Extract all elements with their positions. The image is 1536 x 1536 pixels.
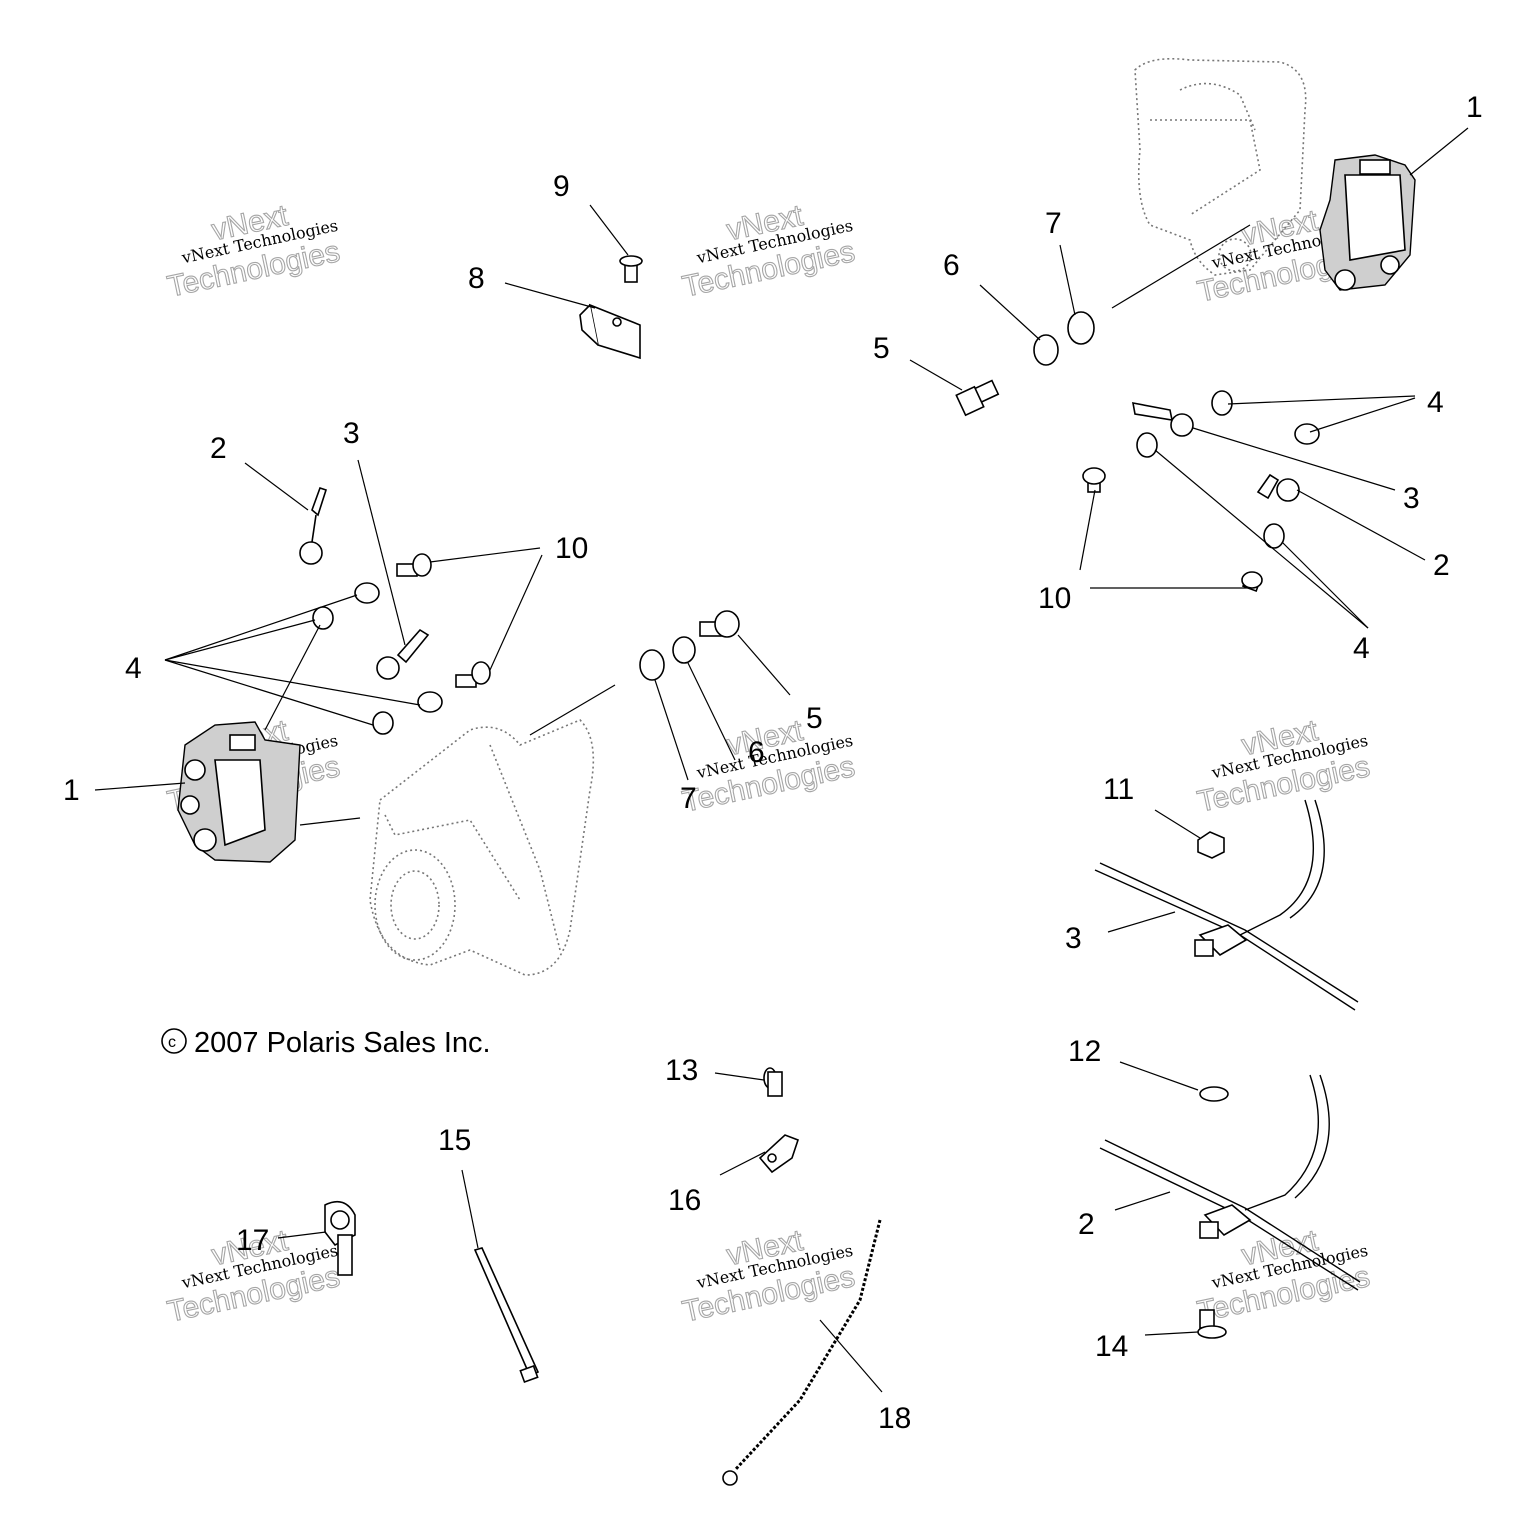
callout-8: 8 <box>468 262 485 295</box>
cable-clamp-2 <box>1099 1074 1361 1291</box>
callout-7-left: 7 <box>680 782 697 815</box>
callout-6-right: 6 <box>943 249 960 282</box>
callout-3-cable: 3 <box>1065 922 1082 955</box>
callout-17: 17 <box>236 1224 269 1257</box>
copyright-text: 2007 Polaris Sales Inc. <box>194 1027 491 1059</box>
callout-12: 12 <box>1068 1035 1101 1068</box>
callout-2-left: 2 <box>210 432 227 465</box>
callout-4-left: 4 <box>125 652 142 685</box>
bolt-5-right <box>955 379 1000 417</box>
callout-13: 13 <box>665 1054 698 1087</box>
watermark-top-left: vNext vNext Technologies Technologies <box>164 198 343 304</box>
watermark-top-center: vNext vNext Technologies Technologies <box>679 198 858 304</box>
clip-16 <box>758 1134 800 1174</box>
watermark-mid-right: vNext vNext Technologies Technologies <box>1194 713 1373 819</box>
brake-caliper-right <box>1319 154 1416 291</box>
cable-clamp-3 <box>1094 799 1359 1011</box>
screw-13 <box>763 1067 783 1097</box>
screw-9 <box>619 255 643 283</box>
ghost-knuckle-bottom <box>369 719 595 976</box>
nut-11 <box>1197 831 1225 859</box>
washer-4-right-b <box>1294 423 1320 445</box>
washer-7-left <box>639 649 665 681</box>
brake-caliper-left <box>177 721 301 863</box>
callout-3-right: 3 <box>1403 482 1420 515</box>
bolt-10-left-a <box>396 553 432 577</box>
callout-11: 11 <box>1103 773 1134 806</box>
washer-4-right-c <box>1136 432 1158 458</box>
banjo-3-right <box>1132 401 1194 437</box>
fitting-2-left <box>299 486 328 565</box>
washer-6-right <box>1033 334 1059 366</box>
copyright-symbol-letter: c <box>168 1034 176 1051</box>
bolt-10-right-a <box>1082 467 1106 493</box>
bracket-17 <box>324 1200 356 1276</box>
fitting-2-right <box>1256 473 1300 502</box>
washer-6-left <box>672 636 696 664</box>
cable-tie-15 <box>473 1247 540 1384</box>
leader-lines <box>94 127 1469 1393</box>
bolt-5-left <box>699 610 740 638</box>
washer-4-left-d <box>372 711 394 735</box>
watermark-bottom-center: vNext vNext Technologies Technologies <box>679 1223 858 1329</box>
washer-4-left-b <box>312 606 334 630</box>
washer-12 <box>1199 1086 1229 1102</box>
callout-10-right: 10 <box>1038 582 1071 615</box>
callout-9: 9 <box>553 170 570 203</box>
callout-4-right-top: 4 <box>1427 386 1444 419</box>
ghost-knuckle-top-right <box>1134 57 1307 276</box>
copyright-notice: c 2007 Polaris Sales Inc. <box>161 1027 491 1059</box>
callout-1-left: 1 <box>63 774 80 807</box>
callout-4-right-bottom: 4 <box>1353 632 1370 665</box>
callout-16: 16 <box>668 1184 701 1217</box>
bolt-10-left-b <box>455 661 491 688</box>
callout-5-right: 5 <box>873 332 890 365</box>
callout-10-left: 10 <box>555 532 588 565</box>
callout-2-right: 2 <box>1433 549 1450 582</box>
watermark-mid-center: vNext vNext Technologies Technologies <box>679 713 858 819</box>
washer-4-right-a <box>1211 390 1233 416</box>
washer-4-right-d <box>1263 523 1285 549</box>
callout-18: 18 <box>878 1402 911 1435</box>
callout-6-left: 6 <box>748 736 765 769</box>
cable-18 <box>722 1219 882 1486</box>
callout-15: 15 <box>438 1124 471 1157</box>
callout-2-cable: 2 <box>1078 1208 1095 1241</box>
callout-5-left: 5 <box>806 702 823 735</box>
callout-1-top-right: 1 <box>1466 91 1483 124</box>
callout-7-right: 7 <box>1045 207 1062 240</box>
banjo-3-left <box>376 628 430 680</box>
copyright-symbol-icon <box>161 1028 187 1054</box>
washer-4-left-a <box>354 582 380 604</box>
washer-7-right <box>1067 311 1095 345</box>
callout-3-left: 3 <box>343 417 360 450</box>
callout-14: 14 <box>1095 1330 1128 1363</box>
bracket-8 <box>579 303 641 360</box>
bolt-14 <box>1197 1309 1227 1339</box>
washer-4-left-c <box>417 691 443 713</box>
bolt-10-right-b <box>1241 571 1263 592</box>
